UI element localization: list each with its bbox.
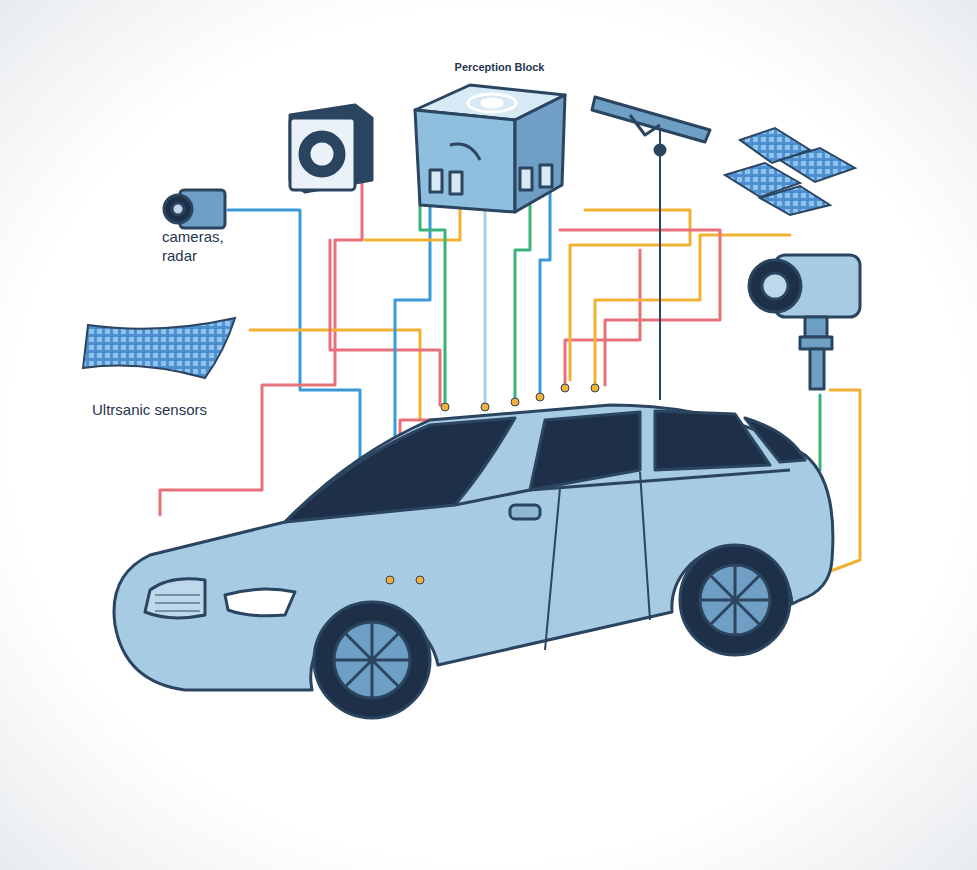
part-label: Perception Block	[437, 61, 562, 75]
part-label: cameras, radar	[162, 228, 240, 266]
part-label: Ultrsanic sensors	[92, 401, 262, 420]
